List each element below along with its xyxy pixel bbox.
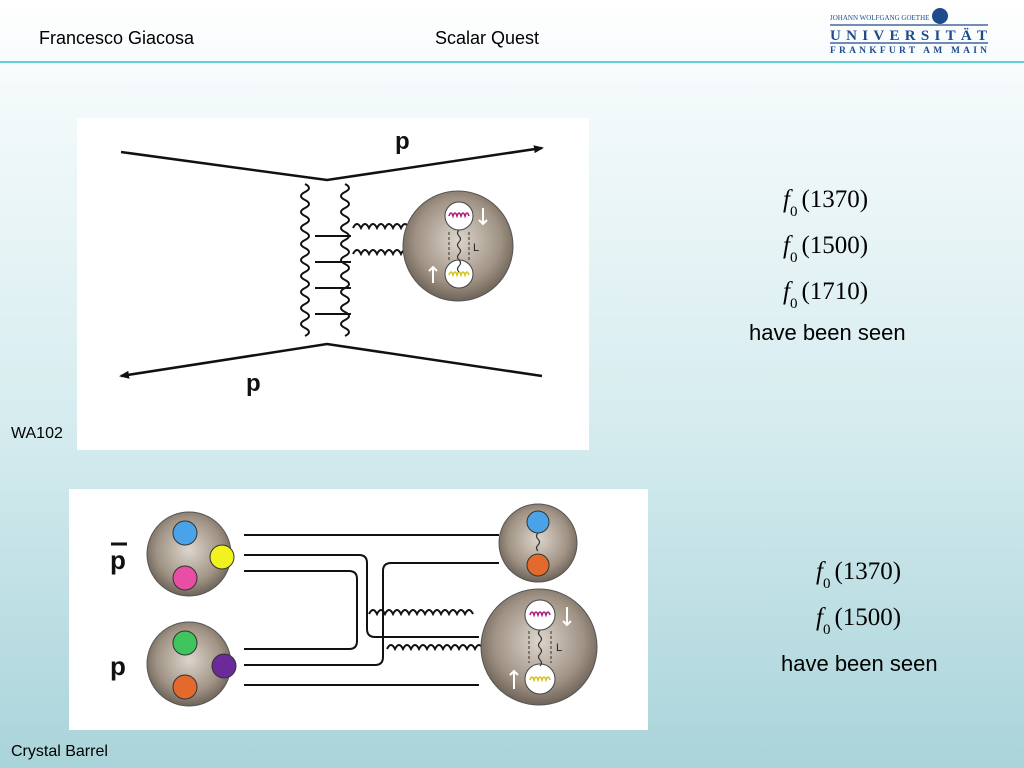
gluon-ladder xyxy=(300,183,410,337)
state-symbol: f xyxy=(816,604,823,631)
bottom-proton-line xyxy=(119,342,543,379)
proton-label: p xyxy=(110,651,126,681)
state-subscript: 0 xyxy=(789,296,798,312)
crystal-barrel-diagram: p p xyxy=(69,489,648,730)
yellow-gluon xyxy=(529,676,551,683)
state-subscript: 0 xyxy=(822,622,831,638)
proton-ball xyxy=(146,621,237,707)
state-symbol: f xyxy=(783,186,790,213)
quark-line xyxy=(244,554,479,638)
meson-gluon xyxy=(535,532,541,552)
glueball: L xyxy=(480,588,598,706)
top-proton-label: p xyxy=(395,128,410,155)
quark-blue xyxy=(172,520,198,546)
state-subscript: 0 xyxy=(789,204,798,220)
state-subscript: 0 xyxy=(789,250,798,266)
state-item: f0(1710) xyxy=(783,272,868,318)
header-divider xyxy=(0,61,1024,63)
logo-line2: UNIVERSITÄT xyxy=(830,28,987,44)
quark-purple xyxy=(211,653,237,679)
meson-sphere xyxy=(498,503,578,583)
state-symbol: f xyxy=(783,278,790,305)
magenta-gluon xyxy=(529,611,551,618)
quark-green xyxy=(172,630,198,656)
gluon-bubble xyxy=(524,599,556,631)
left-gluon-rail xyxy=(300,183,310,337)
wa102-state-list: f0(1370) f0(1500) f0(1710) xyxy=(783,180,868,318)
right-gluon-rail xyxy=(340,183,350,337)
crystal-barrel-state-list: f0(1370) f0(1500) xyxy=(816,552,901,644)
wa102-caption: WA102 xyxy=(11,425,63,442)
logo-line3: FRANKFURT AM MAIN xyxy=(830,46,987,56)
university-logo: JOHANN WOLFGANG GOETHE UNIVERSITÄT FRANK… xyxy=(830,8,988,56)
outgoing-gluon xyxy=(352,223,410,231)
outgoing-gluon xyxy=(352,249,410,257)
state-item: f0(1500) xyxy=(816,598,901,644)
quark-blue xyxy=(526,510,550,534)
logo-line1: JOHANN WOLFGANG GOETHE xyxy=(830,14,929,22)
quark-orange xyxy=(172,674,198,700)
glueball-L-label: L xyxy=(556,642,562,654)
quark-orange xyxy=(526,553,550,577)
antiproton-ball xyxy=(146,511,235,597)
state-mass: (1710) xyxy=(801,278,869,305)
author-name: Francesco Giacosa xyxy=(39,28,195,48)
state-symbol: f xyxy=(783,232,790,259)
top-proton-line xyxy=(120,145,544,182)
wa102-diagram: p p L xyxy=(77,118,589,450)
spin-up-arrow-icon xyxy=(428,265,438,283)
quark-lines xyxy=(244,534,499,686)
glueball: L xyxy=(402,190,514,302)
spin-down-arrow-icon xyxy=(562,607,572,627)
bottom-proton-label: p xyxy=(246,370,261,397)
wa102-seen-note: have been seen xyxy=(749,320,906,345)
state-mass: (1500) xyxy=(801,232,869,259)
spin-down-arrow-icon xyxy=(478,208,488,226)
goethe-portrait-icon xyxy=(932,8,948,24)
state-mass: (1370) xyxy=(834,558,902,585)
crystal-barrel-caption: Crystal Barrel xyxy=(11,743,108,760)
crystal-barrel-seen-note: have been seen xyxy=(781,651,938,676)
state-subscript: 0 xyxy=(822,576,831,592)
state-mass: (1370) xyxy=(801,186,869,213)
emitted-gluon xyxy=(368,609,474,617)
quark-yellow xyxy=(209,544,235,570)
state-item: f0(1370) xyxy=(783,180,868,226)
glueball-L-label: L xyxy=(473,242,479,254)
state-item: f0(1500) xyxy=(783,226,868,272)
spin-up-arrow-icon xyxy=(509,669,519,689)
state-item: f0(1370) xyxy=(816,552,901,598)
inner-gluon xyxy=(456,229,462,273)
inner-gluon xyxy=(537,629,543,667)
state-symbol: f xyxy=(816,558,823,585)
emitted-gluon xyxy=(386,644,484,652)
meson-ball xyxy=(498,503,578,583)
quark-line xyxy=(244,570,358,650)
state-mass: (1500) xyxy=(834,604,902,631)
gluon-bubble xyxy=(524,663,556,695)
quark-line xyxy=(244,562,499,666)
talk-title: Scalar Quest xyxy=(435,28,540,48)
magenta-gluon xyxy=(448,212,470,219)
antiproton-label: p xyxy=(110,545,126,575)
quark-pink xyxy=(172,565,198,591)
